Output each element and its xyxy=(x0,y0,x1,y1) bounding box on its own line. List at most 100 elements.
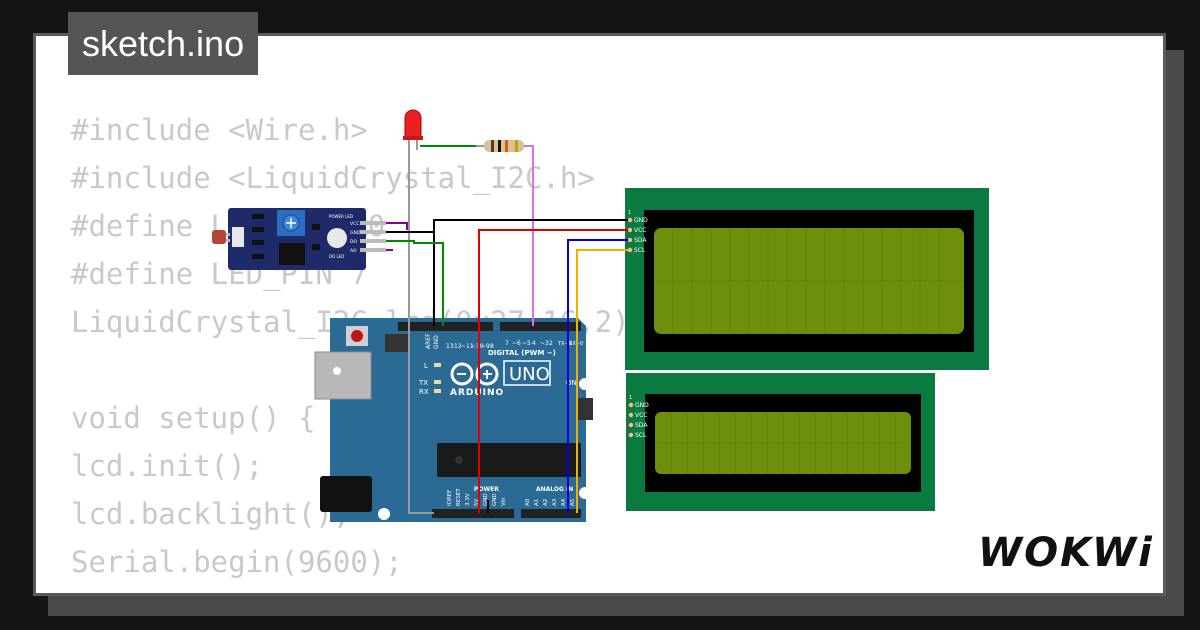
lcd-pin-label: VCC xyxy=(635,412,647,419)
lcd-pin-label: SDA xyxy=(635,422,648,429)
file-tab-label: sketch.ino xyxy=(82,23,245,64)
svg-text:~9: ~9 xyxy=(481,343,490,350)
header-digital-right xyxy=(500,322,581,331)
svg-text:4: 4 xyxy=(532,340,536,347)
lcd-pin-one: 1 xyxy=(628,210,631,216)
svg-text:~11: ~11 xyxy=(461,343,474,350)
mounting-holes xyxy=(333,367,591,520)
svg-text:GND: GND xyxy=(492,493,498,506)
file-tab[interactable]: sketch.ino xyxy=(68,12,259,75)
svg-text:~3: ~3 xyxy=(540,340,549,347)
brand-label: ARDUINO xyxy=(450,388,504,398)
wokwi-logo: WOKWi xyxy=(978,530,1154,576)
wire-led-gnd[interactable] xyxy=(408,160,434,514)
svg-text:DO: DO xyxy=(350,239,357,245)
power-pin-labels: IOREF RESET 3.3V 5V GND GND Vin xyxy=(447,488,507,506)
header-digital-left xyxy=(398,322,493,331)
svg-text:RESET: RESET xyxy=(456,488,462,506)
lcd-pin-label: SCL xyxy=(635,432,647,439)
svg-text:~6: ~6 xyxy=(512,340,521,347)
led-tx-label: TX xyxy=(418,379,428,387)
svg-text:VCC: VCC xyxy=(350,221,359,227)
svg-text:12: 12 xyxy=(454,343,462,350)
lcd-grid xyxy=(655,412,911,474)
led-tx-indicator xyxy=(434,380,441,384)
lcd-pin[interactable] xyxy=(627,247,633,253)
ldr-pin-headers[interactable] xyxy=(360,221,386,252)
lcd-pin[interactable] xyxy=(628,402,634,408)
lcd-pin-label: GND xyxy=(634,217,648,224)
svg-text:A1: A1 xyxy=(534,499,540,506)
svg-text:2: 2 xyxy=(549,340,553,347)
ldr-pin-labels: VCC GND DO AO xyxy=(350,221,361,254)
analog-label: ANALOG IN xyxy=(536,486,573,493)
red-led[interactable] xyxy=(403,109,423,160)
lcd-pin[interactable] xyxy=(628,422,634,428)
led-on-label: ON xyxy=(566,379,577,387)
svg-text:~10: ~10 xyxy=(471,343,484,350)
lcd-pin[interactable] xyxy=(627,217,633,223)
arduino-uno-board[interactable]: AREF GND 13 12 ~11 ~10 ~9 8 7 ~6 ~5 4 ~3… xyxy=(314,318,593,522)
lcd-pin-label: SDA xyxy=(634,237,647,244)
svg-text:GND: GND xyxy=(483,493,489,506)
svg-text:A3: A3 xyxy=(552,498,558,506)
led-l-indicator xyxy=(434,363,441,367)
usb-connector[interactable] xyxy=(314,351,372,400)
svg-text:8: 8 xyxy=(490,343,494,350)
lcd-pin[interactable] xyxy=(627,227,633,233)
svg-text:TX→1: TX→1 xyxy=(557,341,572,347)
code-line: void setup() { xyxy=(71,401,316,435)
lcd-grid xyxy=(654,228,964,334)
digital-pin-labels: AREF GND 13 12 ~11 ~10 ~9 8 7 ~6 ~5 4 ~3… xyxy=(425,333,583,350)
wire-lcd-vcc[interactable] xyxy=(478,229,628,513)
model-box xyxy=(503,360,551,386)
svg-text:A0: A0 xyxy=(525,498,531,506)
chip-notch xyxy=(455,456,463,464)
analog-pin-labels: A0 A1 A2 A3 A4 A5 xyxy=(525,498,576,506)
svg-text:AREF: AREF xyxy=(425,333,432,349)
svg-text:7: 7 xyxy=(505,340,509,347)
wire-resistor-pin7[interactable] xyxy=(528,145,534,326)
lcd-pin-one: 1 xyxy=(629,395,632,401)
wire-ldr-gnd-lcd-gnd[interactable] xyxy=(386,219,628,233)
svg-text:AO: AO xyxy=(350,248,357,254)
svg-text:IOREF: IOREF xyxy=(447,490,453,506)
svg-text:13: 13 xyxy=(446,343,454,350)
power-label: POWER xyxy=(474,486,499,493)
code-line: lcd.backlight(); xyxy=(71,497,351,531)
photoresistor xyxy=(212,230,226,244)
wire-lcd-sda[interactable] xyxy=(567,239,628,513)
lcd-pin-label: VCC xyxy=(634,227,646,234)
code-line: Serial.begin(9600); xyxy=(71,545,403,579)
resistor[interactable] xyxy=(470,140,530,152)
svg-text:GND: GND xyxy=(433,335,440,349)
wire-lcd-scl[interactable] xyxy=(576,249,628,513)
led-l-label: L xyxy=(424,362,428,370)
lcd-pin-label: SCL xyxy=(634,247,646,254)
comparator-chip xyxy=(279,243,305,265)
lcd-display-large[interactable]: 1 GND VCC SDA SCL xyxy=(625,188,989,370)
reset-button[interactable] xyxy=(351,330,363,342)
svg-text:A5: A5 xyxy=(570,498,576,506)
led-rx-label: RX xyxy=(419,388,429,396)
digital-label: DIGITAL (PWM ~) xyxy=(488,349,556,357)
model-label: UNO xyxy=(509,364,550,385)
svg-text:Vin: Vin xyxy=(501,497,507,506)
photoresistor-lead xyxy=(226,233,230,236)
svg-text:3.3V: 3.3V xyxy=(465,493,471,506)
wire-ldr-vcc[interactable] xyxy=(386,222,408,230)
photoresistor-lead xyxy=(226,239,230,242)
lcd-display-small[interactable]: 1 GND VCC SDA SCL xyxy=(626,373,935,511)
wire-ldr-do[interactable] xyxy=(386,240,444,326)
wokwi-logo-text: WOKWi xyxy=(978,530,1154,576)
ldr-terminal xyxy=(232,227,244,247)
lcd-pin[interactable] xyxy=(627,237,633,243)
lcd-pin[interactable] xyxy=(628,432,634,438)
ldr-mount-hole xyxy=(327,228,347,248)
ldr-sensor-module[interactable]: POWER LED DO LED VCC GND DO AO xyxy=(212,208,386,270)
power-jack[interactable] xyxy=(320,476,372,512)
header-power xyxy=(432,509,514,518)
lcd-pin[interactable] xyxy=(628,412,634,418)
led-rx-indicator xyxy=(434,389,441,393)
